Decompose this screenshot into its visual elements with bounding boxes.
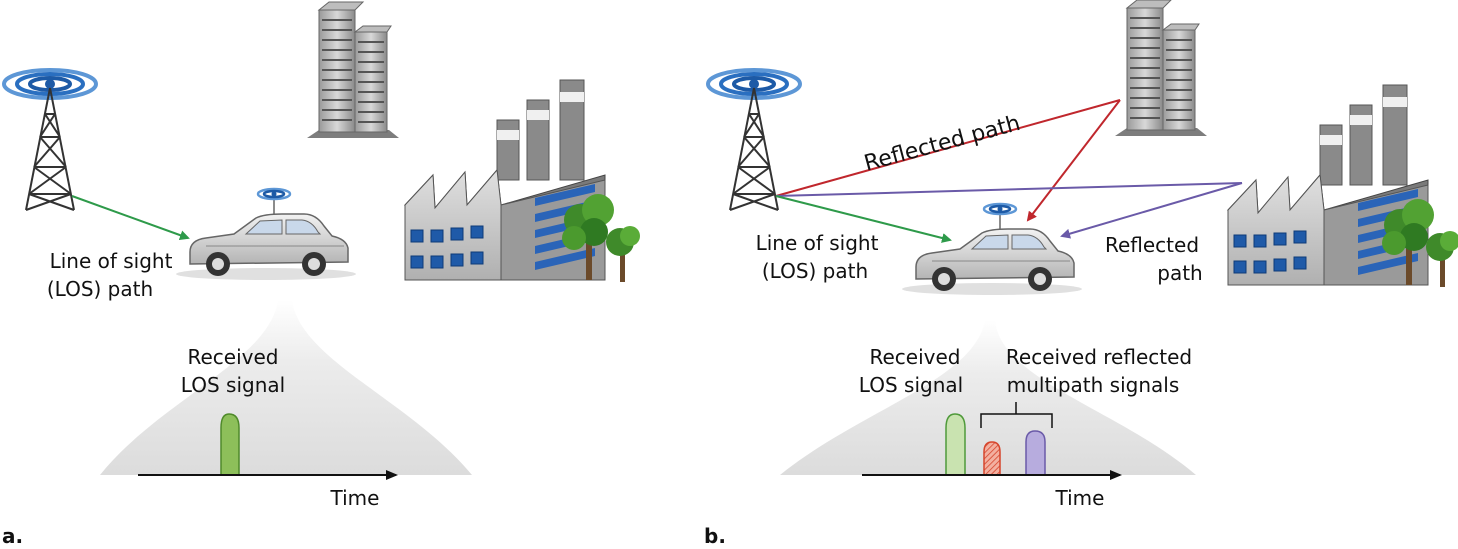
building-icon xyxy=(306,1,400,139)
factory-icon xyxy=(404,79,606,281)
reflected-path-factory-out xyxy=(775,182,1243,197)
car-icon-b xyxy=(900,202,1084,297)
received-los-label-a-2: LOS signal xyxy=(181,373,285,397)
received-los-label-b-2: LOS signal xyxy=(859,373,963,397)
time-axis-label-a: Time xyxy=(330,486,380,510)
los-pulse-a xyxy=(220,413,240,476)
time-axis-label-b: Time xyxy=(1055,486,1105,510)
factory-icon-b xyxy=(1227,84,1429,286)
los-path-label-a-1: Line of sight xyxy=(50,249,173,273)
signal-cone-b xyxy=(780,320,1196,475)
reflected-path-right-label-1: Reflected xyxy=(1105,233,1199,257)
reflected-path-right-label-2: path xyxy=(1157,261,1202,285)
reflected-path-building-in xyxy=(1026,99,1121,222)
reflected-path-factory-in xyxy=(1060,182,1243,239)
multipath-bracket xyxy=(980,402,1053,428)
los-arrow-a xyxy=(71,195,190,240)
building-icon-b xyxy=(1114,0,1208,137)
los-pulse-b xyxy=(945,413,966,476)
car-icon xyxy=(174,187,358,282)
panel-a: Line of sight (LOS) path Received LOS si… xyxy=(2,1,640,548)
reflected-path-top-label: Reflected path xyxy=(862,111,1023,177)
reflected-path-building-out xyxy=(775,99,1121,197)
reflected-pulse-purple xyxy=(1025,430,1046,476)
received-multipath-label-1: Received reflected xyxy=(1006,345,1192,369)
panel-letter-a: a. xyxy=(2,524,23,548)
reflected-pulse-red xyxy=(983,441,1001,476)
radio-tower-icon xyxy=(2,68,98,212)
radio-tower-icon-b xyxy=(706,68,802,212)
los-path-label-a-2: (LOS) path xyxy=(47,277,153,301)
los-path-label-b-2: (LOS) path xyxy=(762,259,868,283)
received-los-label-a-1: Received xyxy=(188,345,279,369)
signal-cone-a xyxy=(100,300,472,475)
received-multipath-label-2: multipath signals xyxy=(1007,373,1180,397)
panel-letter-b: b. xyxy=(704,524,726,548)
received-los-label-b-1: Received xyxy=(870,345,961,369)
los-arrow-b xyxy=(775,195,952,243)
panel-b: Reflected path Line of sight (LOS) path … xyxy=(704,0,1458,548)
los-path-label-b-1: Line of sight xyxy=(756,231,879,255)
